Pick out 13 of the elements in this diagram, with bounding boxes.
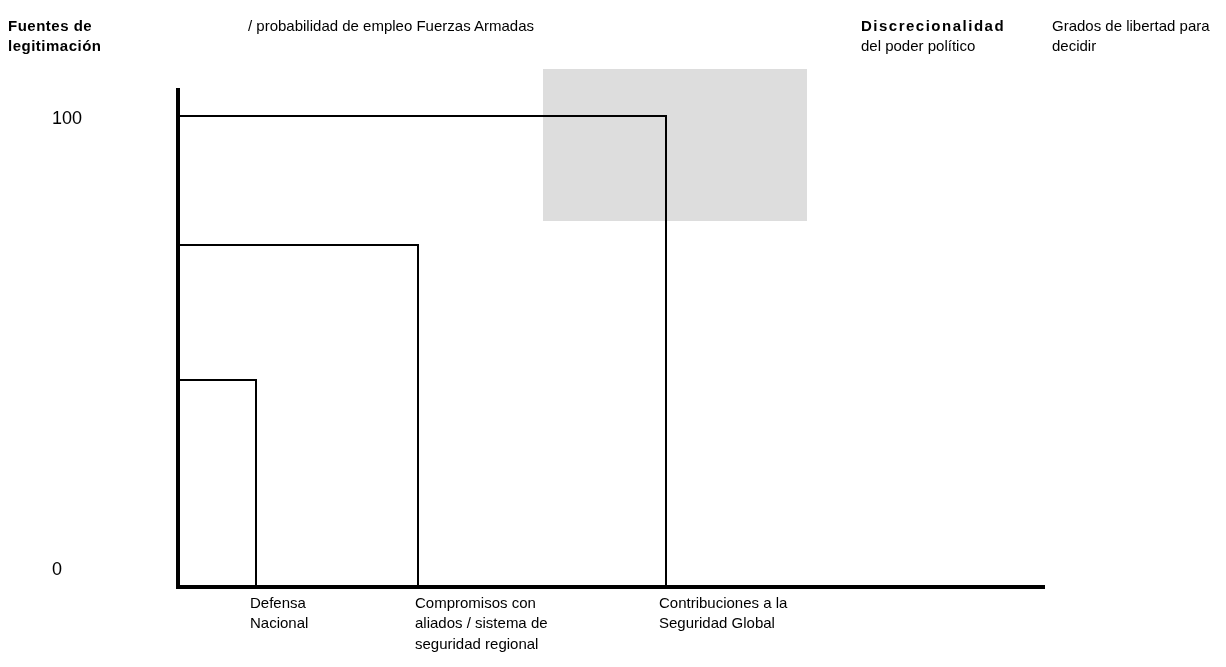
category-label: Compromisos con aliados / sistema de seguridad regional: [415, 593, 549, 654]
shaded-area: [543, 69, 807, 221]
category-label: Defensa Nacional: [250, 593, 310, 634]
category-label: Contribuciones a la Seguridad Global: [659, 593, 789, 634]
axis-title: / probabilidad de empleo Fuerzas Armadas: [248, 16, 535, 36]
axis-title: Fuentes de legitimación: [8, 16, 103, 57]
tick-label: 0: [52, 558, 63, 581]
axis-title: Discrecionalidad del poder político: [861, 16, 1007, 57]
tick-label: 100: [52, 107, 84, 130]
category-rectangle: [178, 115, 667, 588]
category-rectangle: [178, 379, 257, 588]
category-rectangle: [178, 244, 419, 588]
axis-title: Grados de libertad para decidir: [1052, 16, 1211, 57]
